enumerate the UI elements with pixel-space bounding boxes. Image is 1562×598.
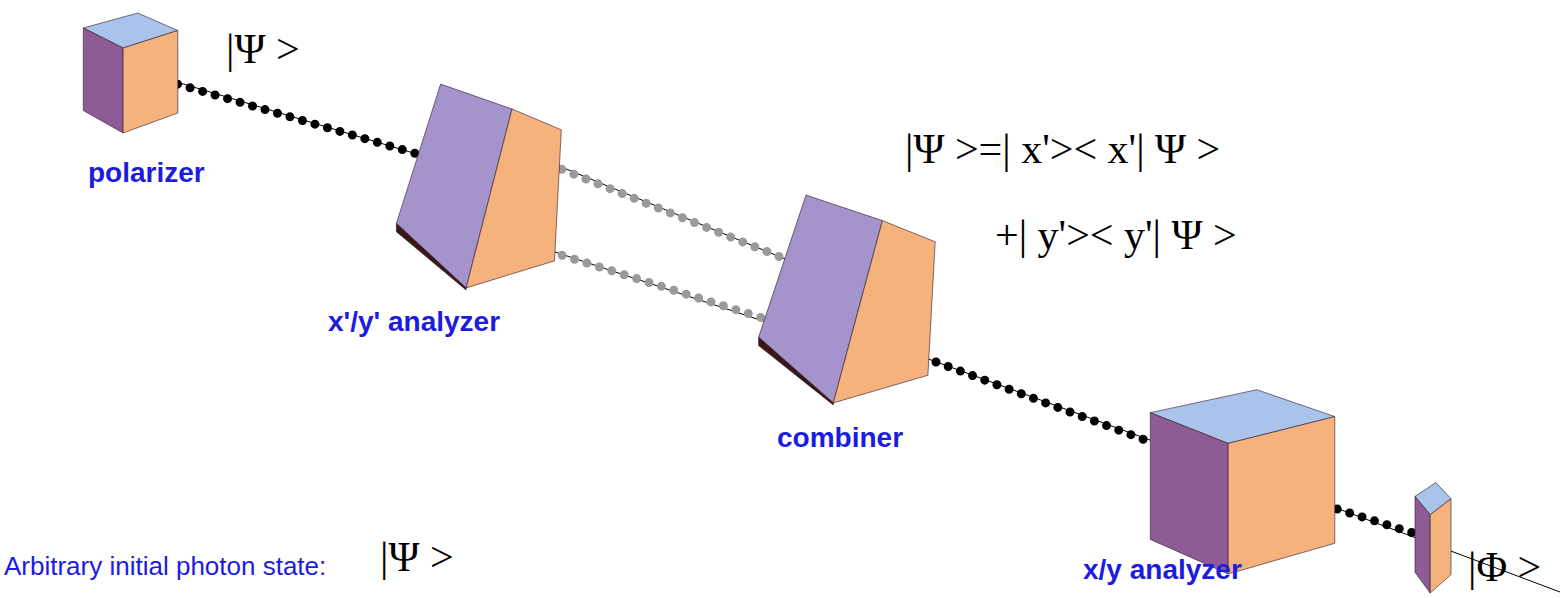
block-shape bbox=[78, 8, 183, 133]
state-ket: |Ψ > bbox=[380, 534, 454, 580]
state-ket: |Ψ > bbox=[226, 26, 300, 72]
caption-note: Arbitrary initial photon state: bbox=[4, 552, 326, 581]
block-face bbox=[1430, 499, 1451, 593]
block-shape bbox=[1140, 382, 1345, 574]
element-label: x'/y' analyzer bbox=[328, 307, 500, 338]
expansion-equation: +| y'>< y'| Ψ > bbox=[995, 212, 1237, 258]
photon-beam bbox=[526, 155, 801, 265]
block-face bbox=[1150, 413, 1228, 574]
block-face bbox=[833, 221, 935, 403]
photon-beam bbox=[165, 81, 420, 155]
optical-element: polarizer bbox=[78, 8, 183, 133]
element-label: x/y analyzer bbox=[1083, 555, 1242, 586]
element-label: polarizer bbox=[88, 158, 205, 189]
block-shape bbox=[755, 193, 937, 405]
expansion-equation: |Ψ >=| x'>< x'| Ψ > bbox=[905, 126, 1220, 172]
block-face bbox=[466, 109, 561, 288]
block-face bbox=[396, 223, 466, 290]
block-shape bbox=[393, 82, 563, 290]
detector-plate: |Φ > bbox=[1413, 478, 1453, 593]
element-label: |Φ > bbox=[1468, 544, 1541, 590]
optical-element: x'/y' analyzer bbox=[393, 82, 563, 290]
block-shape bbox=[1413, 478, 1453, 593]
block-face bbox=[123, 31, 178, 134]
block-face bbox=[1228, 417, 1335, 574]
optical-element: x/y analyzer bbox=[1140, 382, 1345, 574]
block-face bbox=[83, 28, 123, 133]
axis-line bbox=[150, 74, 430, 158]
block-face bbox=[1415, 496, 1430, 593]
optical-element: combiner bbox=[755, 193, 937, 405]
element-label: combiner bbox=[777, 423, 903, 454]
block-face bbox=[759, 337, 834, 405]
